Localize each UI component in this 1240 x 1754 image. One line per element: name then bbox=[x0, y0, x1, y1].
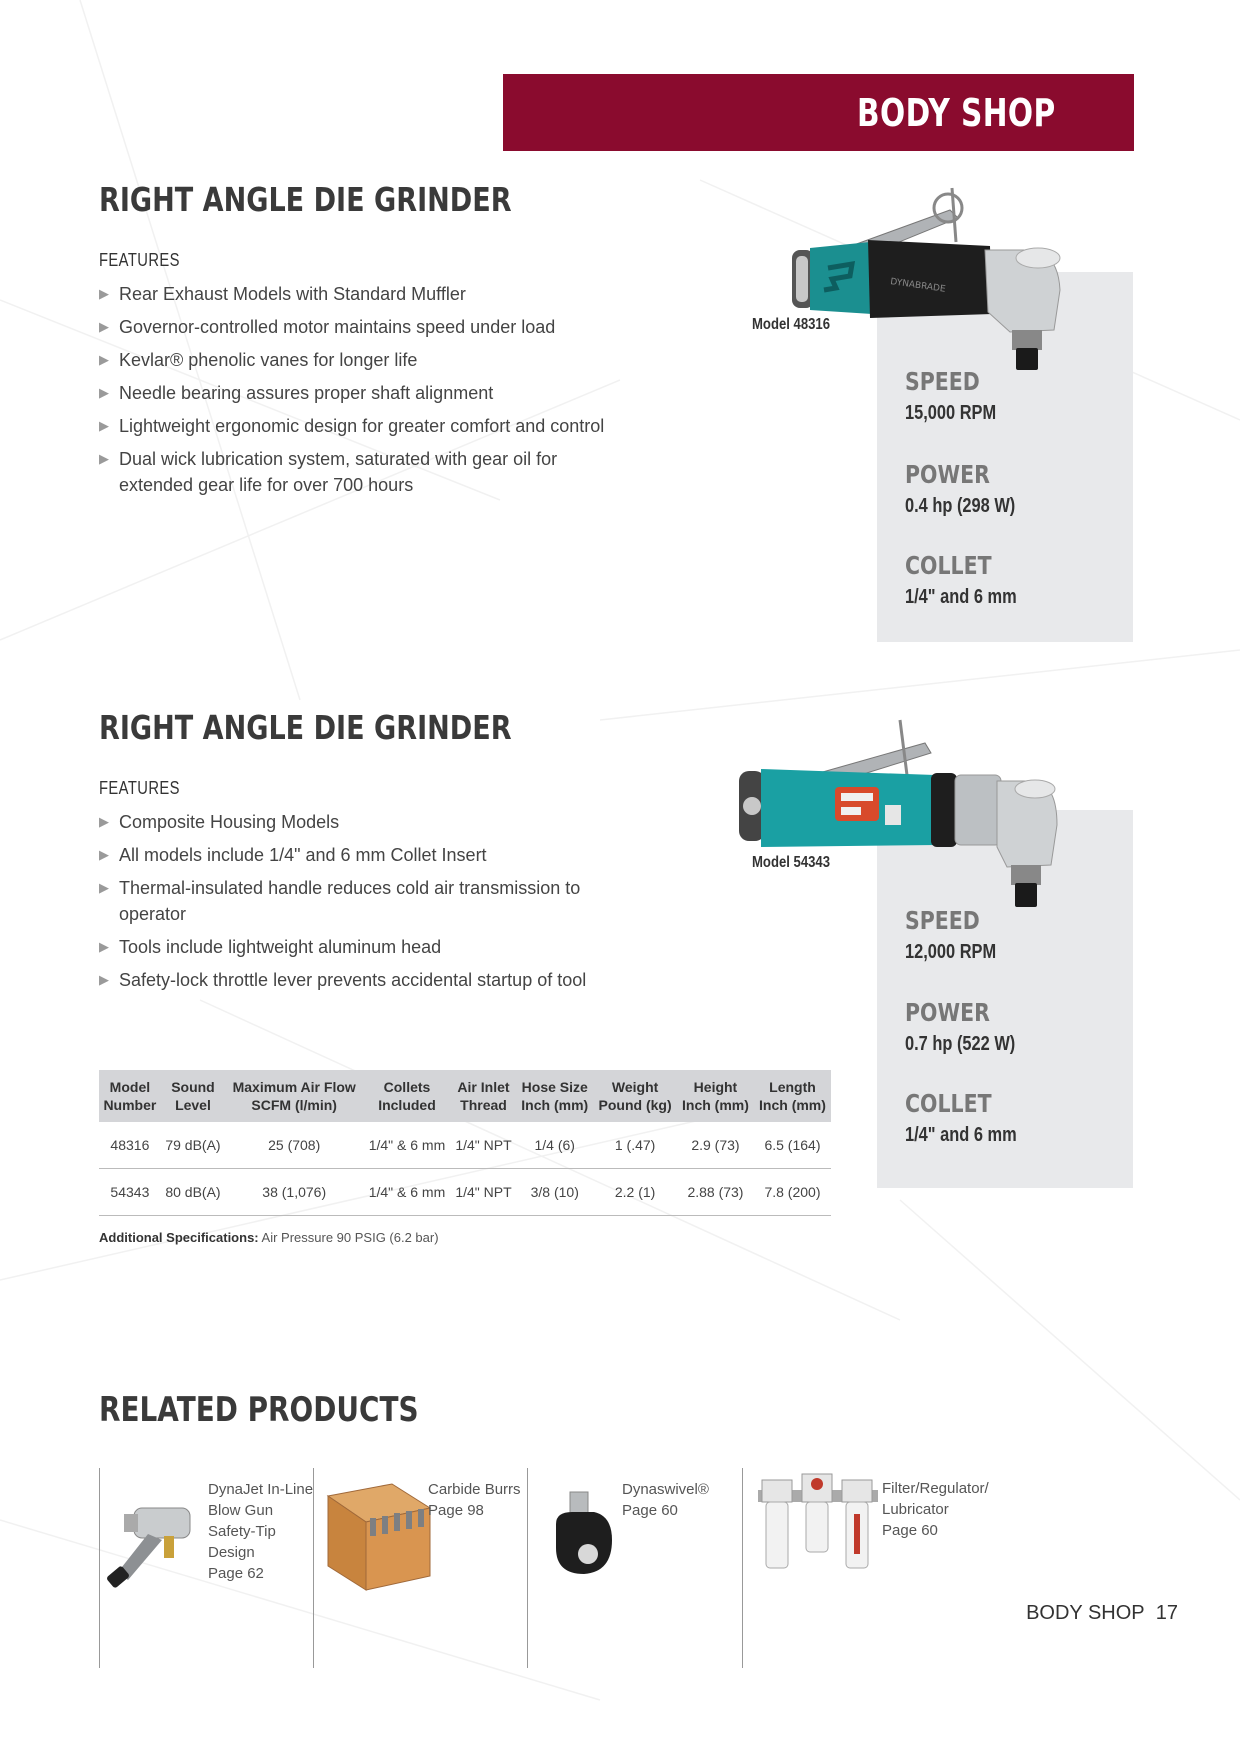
speed-spec: SPEED 15,000 RPM bbox=[905, 367, 997, 424]
related-divider bbox=[313, 1468, 314, 1668]
speed-spec: SPEED 12,000 RPM bbox=[905, 906, 997, 963]
table-row: 54343 80 dB(A) 38 (1,076) 1/4" & 6 mm 1/… bbox=[99, 1168, 831, 1216]
table-cell: 1/4" & 6 mm bbox=[363, 1122, 451, 1169]
table-cell: 2.2 (1) bbox=[593, 1168, 677, 1216]
bullet-arrow-icon: ▶ bbox=[99, 352, 109, 367]
product-2-features-label: FEATURES bbox=[99, 778, 180, 798]
product-1-model-caption: Model 48316 bbox=[752, 316, 831, 333]
table-cell: 54343 bbox=[99, 1168, 161, 1216]
table-cell: 2.88 (73) bbox=[676, 1168, 754, 1216]
table-row: 48316 79 dB(A) 25 (708) 1/4" & 6 mm 1/4"… bbox=[99, 1122, 831, 1169]
dynaswivel-image[interactable] bbox=[548, 1488, 628, 1588]
additional-specifications-label: Additional Specifications: bbox=[99, 1230, 259, 1245]
feature-item: ▶Safety-lock throttle lever prevents acc… bbox=[99, 967, 619, 993]
table-cell: 48316 bbox=[99, 1122, 161, 1169]
table-cell: 1 (.47) bbox=[593, 1122, 677, 1169]
power-spec: POWER 0.7 hp (522 W) bbox=[905, 998, 1016, 1055]
section-banner: BODY SHOP bbox=[503, 74, 1134, 151]
additional-specifications-value: Air Pressure 90 PSIG (6.2 bar) bbox=[261, 1230, 439, 1245]
bullet-arrow-icon: ▶ bbox=[99, 385, 109, 400]
power-spec: POWER 0.4 hp (298 W) bbox=[905, 460, 1016, 517]
product-2-model-caption: Model 54343 bbox=[752, 854, 831, 871]
related-item-dynaswivel[interactable]: Dynaswivel® Page 60 bbox=[622, 1481, 709, 1519]
die-grinder-54343-image bbox=[739, 719, 1058, 907]
table-cell: 1/4" & 6 mm bbox=[363, 1168, 451, 1216]
table-cell: 79 dB(A) bbox=[160, 1122, 226, 1169]
additional-specifications: Additional Specifications: Air Pressure … bbox=[99, 1230, 439, 1245]
feature-item: ▶Governor-controlled motor maintains spe… bbox=[99, 314, 619, 340]
table-cell: 6.5 (164) bbox=[753, 1122, 831, 1169]
product-1-spec-box: SPEED 15,000 RPM POWER 0.4 hp (298 W) CO… bbox=[877, 272, 1133, 642]
bullet-arrow-icon: ▶ bbox=[99, 319, 109, 334]
related-item-frl[interactable]: Filter/Regulator/ Lubricator Page 60 bbox=[882, 1480, 989, 1539]
feature-item: ▶Kevlar® phenolic vanes for longer life bbox=[99, 347, 619, 373]
table-cell: 25 (708) bbox=[225, 1122, 364, 1169]
related-item-blow-gun[interactable]: DynaJet In-Line Blow Gun Safety-Tip Desi… bbox=[208, 1481, 314, 1582]
table-cell: 80 dB(A) bbox=[160, 1168, 226, 1216]
footer-section: BODY SHOP bbox=[1026, 1602, 1145, 1624]
bullet-arrow-icon: ▶ bbox=[99, 814, 109, 829]
bullet-arrow-icon: ▶ bbox=[99, 939, 109, 954]
related-divider bbox=[99, 1468, 100, 1668]
banner-title: BODY SHOP bbox=[857, 90, 1056, 135]
page-number: 17 bbox=[1155, 1602, 1178, 1624]
feature-item: ▶Composite Housing Models bbox=[99, 809, 619, 835]
feature-item: ▶All models include 1/4" and 6 mm Collet… bbox=[99, 842, 619, 868]
page-footer: BODY SHOP 17 bbox=[1026, 1602, 1178, 1625]
table-cell: 1/4 (6) bbox=[516, 1122, 594, 1169]
related-item-carbide-burrs[interactable]: Carbide Burrs Page 98 bbox=[428, 1481, 521, 1519]
product-1-title: RIGHT ANGLE DIE GRINDER bbox=[99, 180, 512, 219]
feature-item: ▶Thermal-insulated handle reduces cold a… bbox=[99, 875, 619, 927]
carbide-burrs-image[interactable] bbox=[322, 1478, 434, 1598]
table-cell: 1/4" NPT bbox=[450, 1122, 517, 1169]
table-cell: 38 (1,076) bbox=[225, 1168, 364, 1216]
product-1-features-label: FEATURES bbox=[99, 250, 180, 270]
bullet-arrow-icon: ▶ bbox=[99, 847, 109, 862]
related-products-title: RELATED PRODUCTS bbox=[99, 1390, 419, 1430]
product-2-title: RIGHT ANGLE DIE GRINDER bbox=[99, 708, 512, 747]
table-cell: 7.8 (200) bbox=[753, 1168, 831, 1216]
feature-item: ▶Tools include lightweight aluminum head bbox=[99, 934, 619, 960]
bullet-arrow-icon: ▶ bbox=[99, 451, 109, 466]
blow-gun-image[interactable] bbox=[104, 1490, 204, 1590]
bullet-arrow-icon: ▶ bbox=[99, 972, 109, 987]
feature-item: ▶Lightweight ergonomic design for greate… bbox=[99, 413, 619, 439]
collet-spec: COLLET 1/4" and 6 mm bbox=[905, 551, 1017, 608]
product-2-spec-box: SPEED 12,000 RPM POWER 0.7 hp (522 W) CO… bbox=[877, 810, 1133, 1188]
feature-item: ▶Rear Exhaust Models with Standard Muffl… bbox=[99, 281, 619, 307]
bullet-arrow-icon: ▶ bbox=[99, 880, 109, 895]
filter-regulator-lubricator-image[interactable] bbox=[756, 1470, 880, 1580]
related-divider bbox=[527, 1468, 528, 1668]
bullet-arrow-icon: ▶ bbox=[99, 418, 109, 433]
related-divider bbox=[742, 1468, 743, 1668]
bullet-arrow-icon: ▶ bbox=[99, 286, 109, 301]
collet-spec: COLLET 1/4" and 6 mm bbox=[905, 1089, 1017, 1146]
table-cell: 2.9 (73) bbox=[676, 1122, 754, 1169]
table-cell: 1/4" NPT bbox=[450, 1168, 517, 1216]
product-2-feature-list: ▶Composite Housing Models ▶All models in… bbox=[99, 809, 619, 1000]
table-cell: 3/8 (10) bbox=[516, 1168, 594, 1216]
feature-item: ▶Dual wick lubrication system, saturated… bbox=[99, 446, 619, 498]
die-grinder-48316-image: DYNABRADE bbox=[792, 187, 1061, 370]
product-1-feature-list: ▶Rear Exhaust Models with Standard Muffl… bbox=[99, 281, 619, 505]
feature-item: ▶Needle bearing assures proper shaft ali… bbox=[99, 380, 619, 406]
